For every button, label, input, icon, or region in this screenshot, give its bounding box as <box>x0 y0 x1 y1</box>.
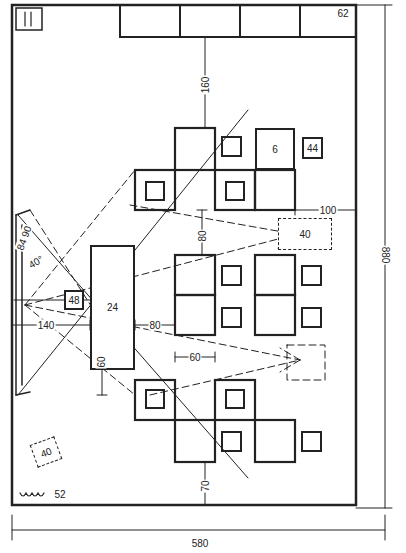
projector-box: 48 <box>64 290 84 310</box>
radiator <box>20 493 44 496</box>
node-text: 48 <box>68 295 79 306</box>
node-text: 40 <box>299 229 310 240</box>
dimension-label: 40° <box>26 253 46 271</box>
node-text: 6 <box>272 144 278 155</box>
dimension-label: 880 <box>380 246 391 265</box>
armchairs <box>135 128 295 462</box>
node-text: 40 <box>39 445 53 459</box>
dimension-label: 60 <box>188 352 201 363</box>
node-text: 44 <box>307 143 318 154</box>
dimension-label: 52 <box>53 489 66 500</box>
viewing-cones <box>25 170 325 395</box>
side-tables <box>146 137 321 451</box>
dimension-label: 60 <box>96 355 107 368</box>
dimension-lines <box>12 5 392 540</box>
rotated-box: 40 <box>30 436 63 467</box>
armchair: 6 <box>255 128 295 170</box>
coffee-table: 24 <box>90 245 135 370</box>
dimension-label: 580 <box>191 538 210 549</box>
dashed-area: 40 <box>278 218 332 250</box>
dimension-label: 80 <box>148 320 161 331</box>
dimension-label: 140 <box>37 320 56 331</box>
side-table: 44 <box>302 137 323 159</box>
dimension-label: 160 <box>200 76 211 95</box>
cupboard <box>16 8 42 30</box>
room-wall <box>12 5 356 505</box>
shelving <box>120 5 356 37</box>
dimension-label: 70 <box>200 479 211 492</box>
dimension-label: 62 <box>336 8 349 19</box>
dimension-label: 84 90 <box>14 223 34 252</box>
node-text: 24 <box>107 302 118 313</box>
sight-lines <box>14 110 248 478</box>
dimension-label: 100 <box>319 205 338 216</box>
dimension-label: 80 <box>197 229 208 242</box>
